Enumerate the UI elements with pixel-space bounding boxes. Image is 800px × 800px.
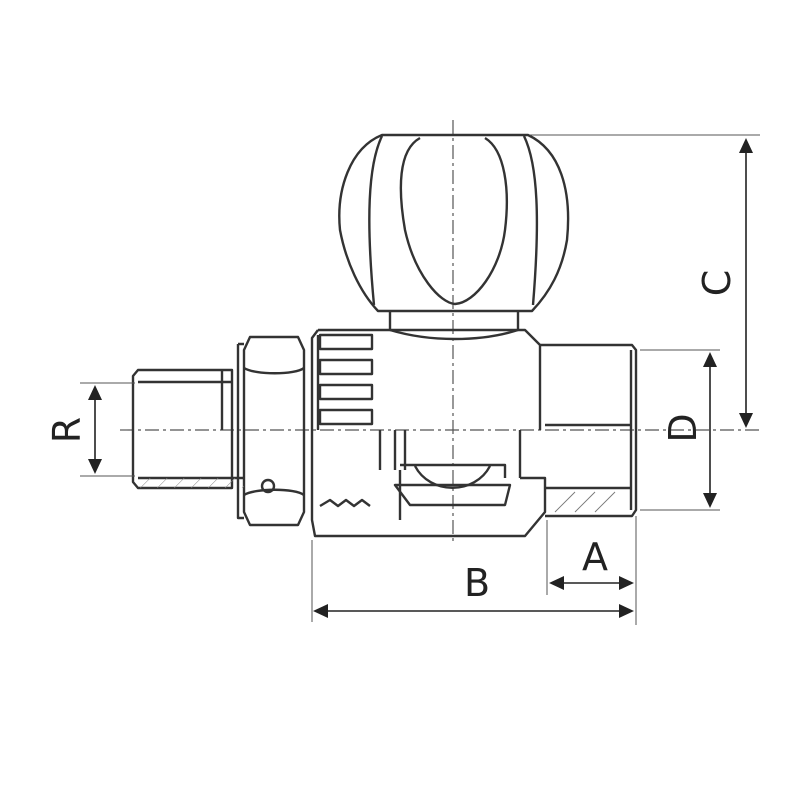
stem-collar — [388, 311, 520, 341]
label-b: B — [464, 561, 490, 605]
dimension-c: C — [695, 138, 753, 428]
dimension-a: A — [549, 535, 634, 590]
handle-knob — [338, 133, 570, 313]
label-c: C — [695, 270, 739, 297]
left-male-end — [131, 368, 244, 490]
label-a: A — [582, 535, 608, 579]
union-nut — [236, 335, 306, 527]
label-d: D — [661, 413, 705, 442]
dimension-d: D — [661, 352, 717, 508]
right-female-end — [540, 343, 638, 518]
label-r: R — [45, 417, 89, 443]
valve-body — [310, 328, 547, 538]
dimension-r: R — [45, 385, 102, 474]
dimension-b: B — [313, 561, 634, 618]
